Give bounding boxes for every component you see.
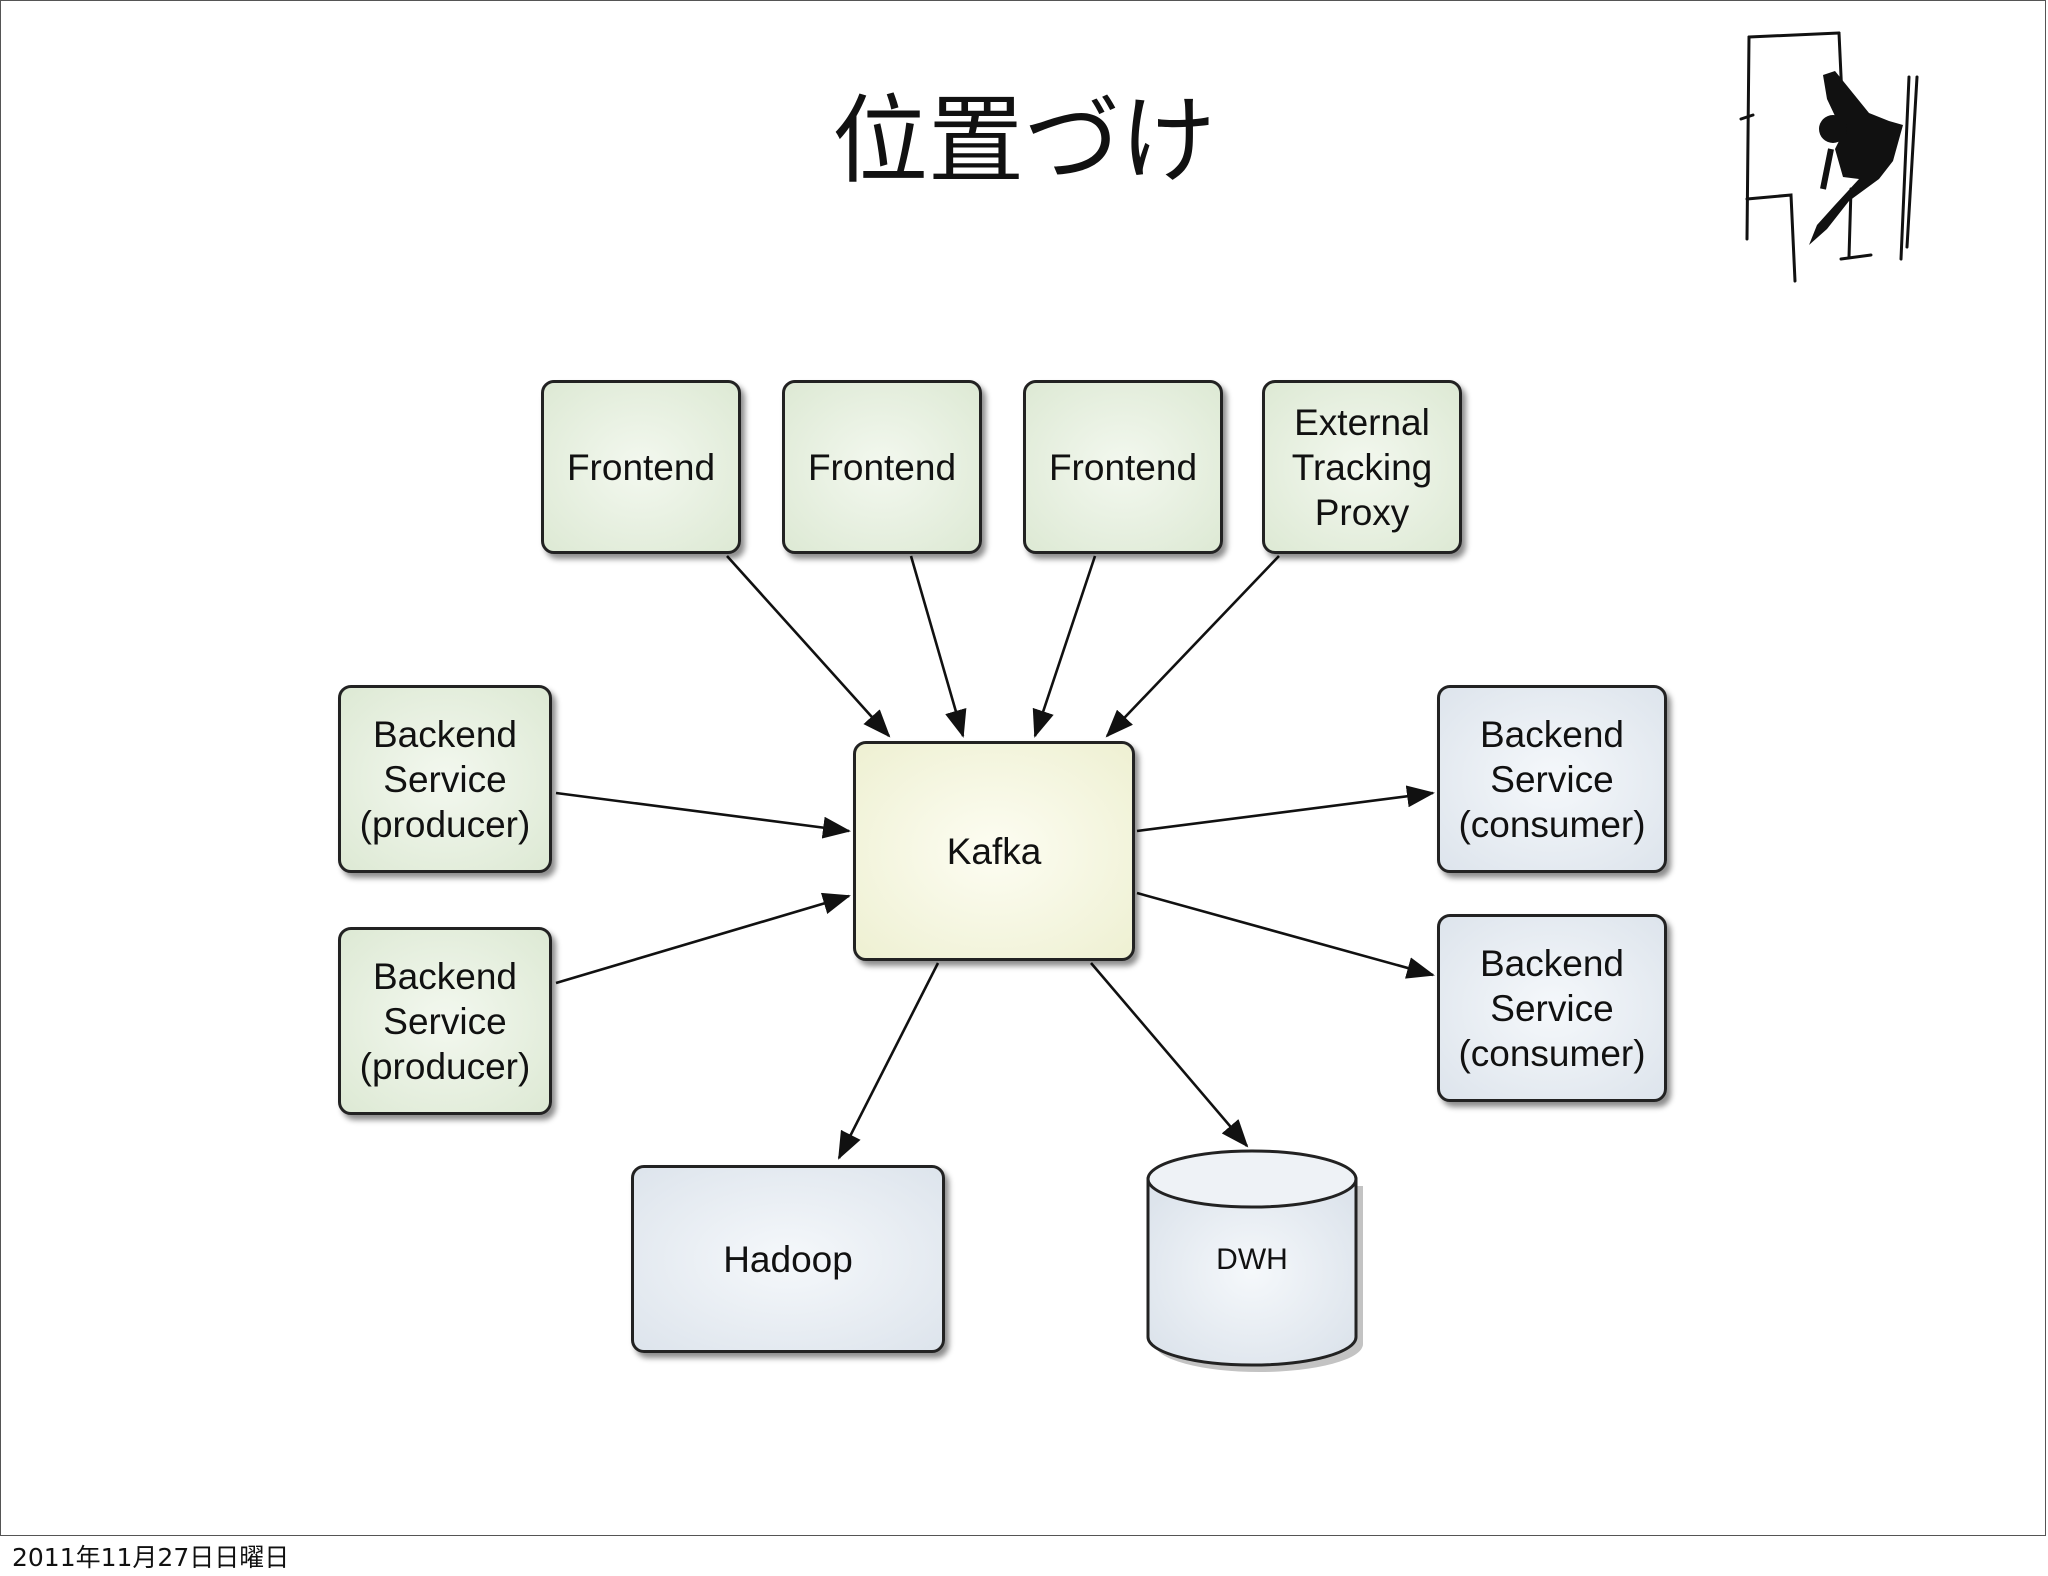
edge-kafka-dwh xyxy=(1090,962,1249,1148)
node-dwh: DWH xyxy=(1145,1147,1363,1373)
edge-frontend1-kafka xyxy=(726,555,891,738)
edge-frontend3-kafka xyxy=(1032,555,1097,738)
edge-frontend2-kafka xyxy=(909,555,967,738)
edge-kafka-consumer2 xyxy=(1136,891,1435,979)
slide-footer-date: 2011年11月27日日曜日 xyxy=(12,1543,290,1572)
sketch-figure-icon xyxy=(1739,31,1919,283)
node-backend-consumer-1: Backend Service (consumer) xyxy=(1437,685,1667,873)
diagram-edges xyxy=(555,555,1435,1160)
node-frontend-2: Frontend xyxy=(782,380,982,554)
node-external-tracking-proxy: External Tracking Proxy xyxy=(1262,380,1462,554)
edge-producer2-kafka xyxy=(555,892,851,985)
node-frontend-1: Frontend xyxy=(541,380,741,554)
node-backend-consumer-2: Backend Service (consumer) xyxy=(1437,914,1667,1102)
database-cylinder-icon xyxy=(1146,1149,1363,1372)
node-kafka: Kafka xyxy=(853,741,1135,961)
node-backend-producer-1: Backend Service (producer) xyxy=(338,685,552,873)
node-hadoop: Hadoop xyxy=(631,1165,945,1353)
node-frontend-3: Frontend xyxy=(1023,380,1223,554)
node-dwh-label: DWH xyxy=(1216,1243,1288,1276)
slide: 位置づけ xyxy=(0,0,2046,1536)
slide-title: 位置づけ xyxy=(832,85,1216,197)
edge-kafka-hadoop xyxy=(837,962,940,1160)
node-backend-producer-2: Backend Service (producer) xyxy=(338,927,552,1115)
edge-kafka-consumer1 xyxy=(1136,785,1435,833)
edge-producer1-kafka xyxy=(555,791,851,839)
edge-external-kafka xyxy=(1105,555,1280,738)
